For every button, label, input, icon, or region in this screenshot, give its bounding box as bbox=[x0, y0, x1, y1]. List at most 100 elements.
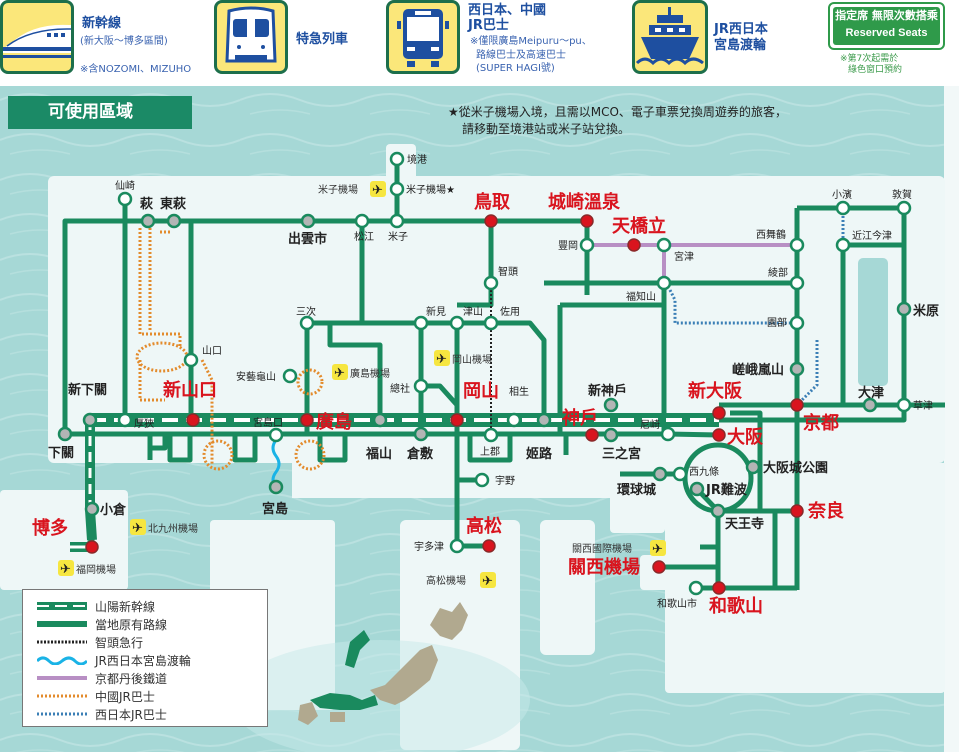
station-white: 仙崎 bbox=[115, 179, 135, 207]
station-white: 上郡 bbox=[480, 427, 500, 458]
station-white: 近江今津 bbox=[835, 229, 892, 253]
station-major: 新大阪 bbox=[688, 380, 743, 420]
station-label: 廣島 bbox=[316, 411, 352, 433]
station-white: 西九條 bbox=[672, 465, 719, 482]
reserved-note-line-2: 綠色窗口預約 bbox=[848, 65, 903, 75]
transport-legend-bar: 新幹線 (新大阪～博多區間) ※含NOZOMI、MIZUHO 特急列車 西日本、… bbox=[0, 0, 959, 86]
station-gray: 福山 bbox=[365, 412, 392, 462]
ferry-icon bbox=[632, 0, 708, 74]
station-gray: 姬路 bbox=[526, 412, 553, 462]
station-label: 福知山 bbox=[626, 290, 656, 303]
station-label: 三次 bbox=[296, 305, 316, 318]
airplane-icon bbox=[650, 540, 666, 556]
station-white: 敦賀 bbox=[892, 188, 912, 216]
station-gray: 出雲市 bbox=[288, 213, 327, 247]
airport: ✈ 廣島機場 bbox=[332, 364, 390, 381]
airport: ✈高松機場 bbox=[426, 572, 496, 589]
station-label: 總社 bbox=[390, 382, 410, 395]
station-major: 高松 bbox=[466, 515, 502, 553]
legend-row-tango: 京都丹後鐵道 bbox=[37, 670, 167, 686]
station-label: 鳥取 bbox=[474, 191, 511, 213]
station-white: 尼崎 bbox=[640, 418, 676, 442]
station-gray: 新下關 bbox=[68, 382, 107, 428]
lake-biwa bbox=[858, 258, 888, 386]
station-label: 天橋立 bbox=[612, 215, 666, 237]
west-jr-bus-routes bbox=[668, 212, 845, 404]
station-label: 下關 bbox=[48, 446, 74, 461]
legend-row-west-bus: 西日本JR巴士 bbox=[37, 706, 167, 722]
station-white: 宮島口 bbox=[253, 416, 284, 443]
station-label: 新見 bbox=[426, 305, 446, 318]
airport-label: 廣島機場 bbox=[350, 367, 390, 380]
legend-label: 當地原有路線 bbox=[95, 617, 168, 632]
station-label: 姬路 bbox=[526, 446, 553, 462]
station-gray: 大阪城公園 bbox=[745, 459, 828, 476]
station-major: 奈良 bbox=[790, 500, 844, 522]
reserved-seats-note: ※第7次起需於 綠色窗口預約 bbox=[840, 54, 902, 76]
station-label: 尼崎 bbox=[640, 418, 660, 431]
airplane-icon bbox=[130, 519, 146, 535]
station-label: 出雲市 bbox=[288, 231, 327, 247]
station-gray: 小倉 bbox=[84, 501, 127, 518]
airport: ✈ 北九州機場 bbox=[130, 519, 198, 536]
reserved-note-line-1: ※第7次起需於 bbox=[840, 54, 899, 64]
svg-text:✈: ✈ bbox=[334, 366, 345, 381]
station-label: 小濱 bbox=[832, 188, 852, 201]
station-label: 新下關 bbox=[68, 382, 107, 398]
airport: ✈福岡機場 bbox=[58, 560, 116, 577]
station-label: 小倉 bbox=[100, 502, 127, 518]
airport-label: 北九州機場 bbox=[148, 522, 198, 535]
station-label: 智頭 bbox=[498, 265, 518, 278]
arrow-icon bbox=[345, 630, 370, 668]
legend-label: 京都丹後鐵道 bbox=[95, 671, 168, 686]
station-label: 上郡 bbox=[480, 446, 500, 458]
station-gray: 萩 bbox=[139, 196, 156, 229]
ferry-title-2: 宮島渡輪 bbox=[714, 38, 767, 53]
station-major: 天橋立 bbox=[612, 215, 666, 252]
airplane-icon bbox=[370, 181, 386, 197]
station-label: 園部 bbox=[767, 316, 787, 329]
station-major: 和歌山 bbox=[709, 581, 763, 617]
legend-row-ferry: JR西日本宮島渡輪 bbox=[37, 652, 191, 668]
station-label: 宇多津 bbox=[414, 540, 444, 553]
station-label: 天王寺 bbox=[725, 516, 764, 532]
shinkansen-title: 新幹線 bbox=[82, 16, 122, 31]
station-label: 和歌山 bbox=[709, 595, 763, 617]
station-label: 近江今津 bbox=[852, 229, 892, 242]
airport: ✈米子機場 bbox=[318, 181, 386, 198]
svg-text:✈: ✈ bbox=[132, 521, 143, 536]
station-white: 米子機場★ bbox=[389, 181, 455, 197]
station-gray: 倉敷 bbox=[406, 426, 434, 462]
station-gray: 新神戶 bbox=[588, 383, 627, 413]
ferry-route bbox=[271, 439, 281, 488]
station-label: 米子 bbox=[388, 230, 408, 243]
stations-layer: 博多小倉下關新下關厚狹仙崎萩東萩山口新山口出雲市松江米子米子機場★境港安藝龜山宮… bbox=[32, 151, 939, 617]
legend-label: JR西日本宮島渡輪 bbox=[95, 653, 191, 668]
station-white: 小濱 bbox=[832, 188, 852, 216]
station-label: 城崎溫泉 bbox=[548, 191, 621, 213]
station-gray: 米原 bbox=[896, 301, 939, 319]
station-label: 境港 bbox=[407, 153, 427, 166]
station-white: 米子 bbox=[388, 213, 408, 243]
station-label: 米原 bbox=[913, 303, 939, 319]
station-white: 西舞鶴 bbox=[756, 228, 805, 253]
svg-text:✈: ✈ bbox=[372, 183, 383, 198]
station-gray: 大津 bbox=[858, 385, 884, 413]
station-gray: JR難波 bbox=[689, 481, 748, 498]
station-label: 宮津 bbox=[674, 250, 694, 263]
airport-label: 高松機場 bbox=[426, 574, 466, 587]
japan-inset-map bbox=[230, 602, 530, 752]
station-major: 京都 bbox=[790, 398, 839, 434]
station-label: 博多 bbox=[32, 517, 68, 539]
station-label: 高松 bbox=[466, 515, 502, 537]
svg-text:✈: ✈ bbox=[436, 352, 447, 367]
bus-icon bbox=[386, 0, 460, 74]
station-white: 智頭 bbox=[483, 265, 518, 291]
station-label: 敦賀 bbox=[892, 188, 912, 201]
station-label: 草津 bbox=[913, 400, 933, 412]
station-label: 綾部 bbox=[768, 266, 788, 279]
station-white: 總社 bbox=[390, 378, 429, 395]
bus-title-1: 西日本、中國 bbox=[468, 3, 547, 18]
station-white: 厚狹 bbox=[117, 412, 154, 430]
limited-express-title: 特急列車 bbox=[296, 32, 349, 47]
